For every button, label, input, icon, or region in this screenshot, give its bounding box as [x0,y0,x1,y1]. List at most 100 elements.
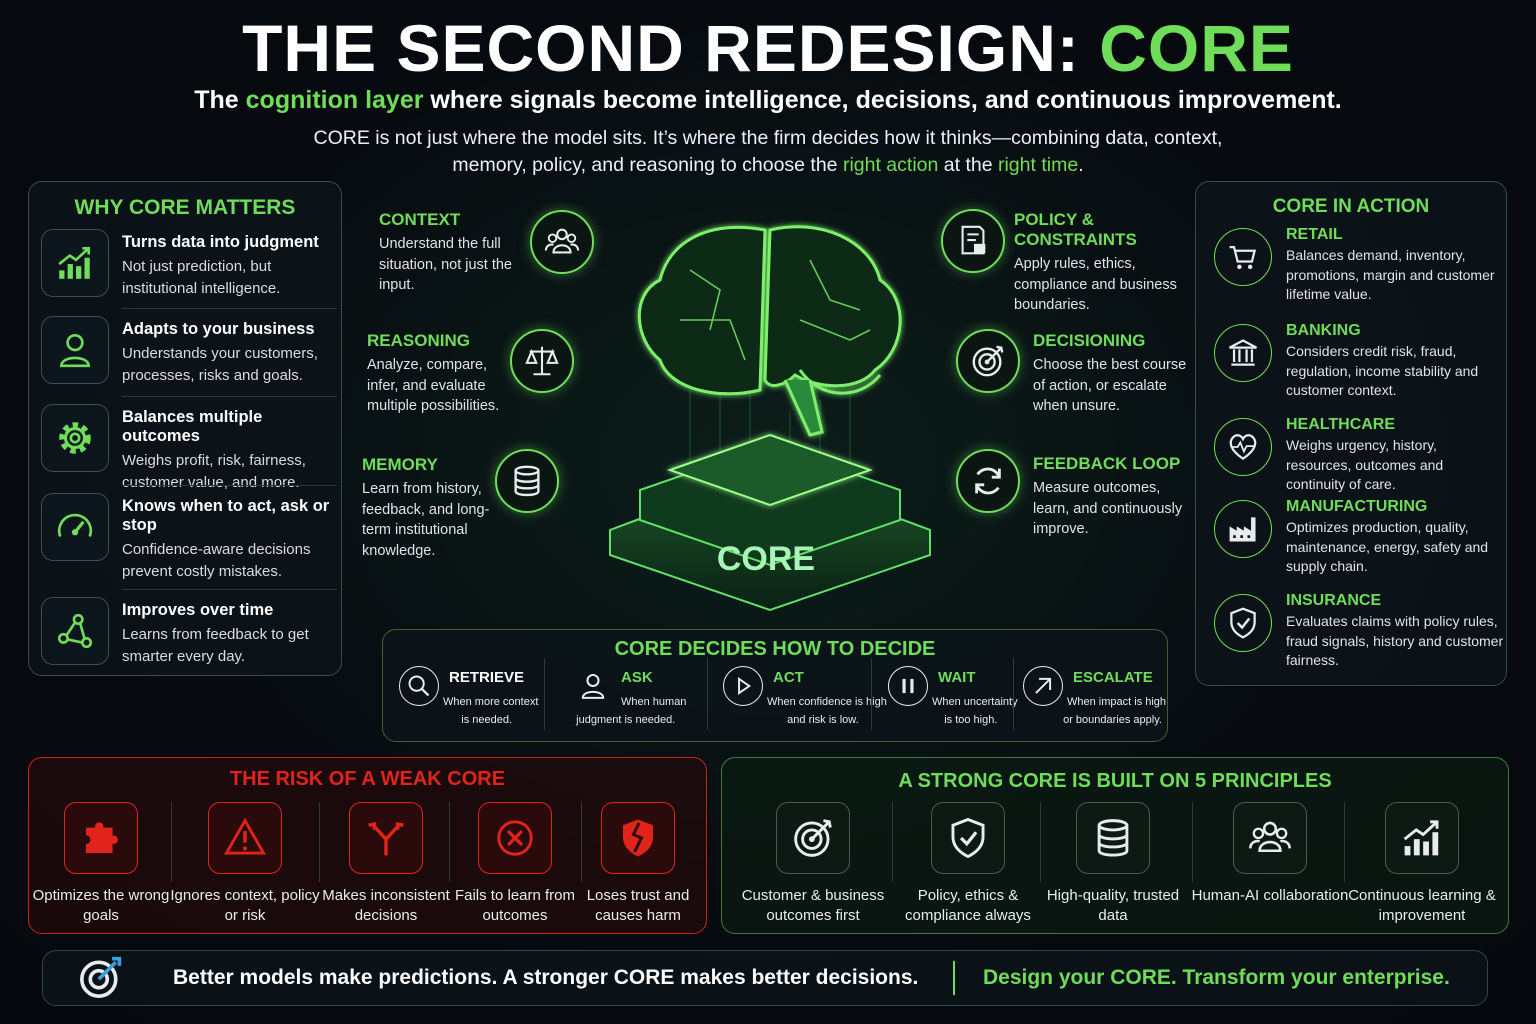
capability-icon-circle [941,209,1005,273]
intro-text: at the [943,154,993,176]
principle-item: High-quality, trusted data [1033,802,1193,926]
people-icon [544,228,580,254]
divider [871,658,872,730]
principle-icon-box [931,802,1005,874]
core-label: CORE [717,540,815,578]
industry-desc: Considers credit risk, fraud, regulation… [1286,343,1479,398]
risk-item: Loses trust and causes harm [563,802,713,926]
risk-icon-box [349,802,423,874]
decision-desc-line: and risk is low. [787,714,859,726]
capability-decisioning: DECISIONING Choose the best course of act… [1033,331,1188,417]
industry-title: HEALTHCARE [1286,416,1396,433]
footer-cta: Design your CORE. Transform your enterpr… [983,966,1450,989]
industry-icon-circle [1214,324,1272,382]
principle-item: Policy, ethics & compliance always [888,802,1048,926]
database-icon [1097,819,1129,857]
why-item-title: Adapts to your business [122,320,315,338]
decision-desc-line: When impact is high [1067,696,1167,708]
divider [953,961,955,995]
capability-feedback: FEEDBACK LOOP Measure outcomes, learn, an… [1033,454,1188,540]
principle-item: Customer & business outcomes first [733,802,893,926]
risk-label: Loses trust and causes harm [586,887,690,924]
capability-desc: Measure outcomes, learn, and continuousl… [1033,480,1183,537]
capability-desc: Understand the full situation, not just … [379,236,512,293]
shield-check-icon [951,817,985,859]
divider [122,396,337,397]
capability-title: POLICY & CONSTRAINTS [1014,210,1137,249]
why-item-title: Balances multiple outcomes [122,408,263,445]
risk-icon-box [601,802,675,874]
industry-title: RETAIL [1286,226,1343,243]
principle-label: Policy, ethics & compliance always [905,887,1031,924]
decision-icon [723,666,763,706]
intro-line-2: memory, policy, and reasoning to choose … [0,154,1536,177]
warning-icon [223,817,267,855]
decision-desc-line: judgment is needed. [576,714,676,726]
divider [122,589,337,590]
industry-icon-circle [1214,594,1272,652]
panel-title: A STRONG CORE IS BUILT ON 5 PRINCIPLES [898,770,1332,792]
footer-tagline: Better models make predictions. A strong… [173,966,919,989]
industry-desc: Weighs urgency, history, resources, outc… [1286,437,1444,492]
capability-icon-circle [956,449,1020,513]
risk-item: Ignores context, policy or risk [170,802,320,926]
why-item-desc: Confidence-aware decisions prevent costl… [122,541,311,580]
weak-core-risk-panel: THE RISK OF A WEAK CORE Optimizes the wr… [28,757,707,934]
puzzle-icon [85,822,118,854]
divider [581,802,582,882]
capability-desc: Choose the best course of action, or esc… [1033,357,1187,414]
title-main: THE SECOND REDESIGN: [242,11,1080,85]
capability-title: DECISIONING [1033,331,1146,350]
target-icon [794,819,832,857]
subtitle-accent: cognition layer [245,86,424,114]
title-accent: CORE [1099,11,1294,85]
subtitle: The cognition layer where signals become… [0,86,1536,115]
divider [319,802,320,882]
industry-title: BANKING [1286,322,1361,339]
decision-icon [573,666,613,706]
cart-icon [1229,246,1257,270]
panel-title: WHY CORE MATTERS [74,196,296,219]
target-arrow-icon [80,956,122,998]
capability-title: FEEDBACK LOOP [1033,454,1181,473]
industry-desc: Optimizes production, quality, maintenan… [1286,519,1489,574]
industry-desc: Balances demand, inventory, promotions, … [1286,247,1495,302]
search-icon [408,675,430,697]
capability-desc: Apply rules, ethics, compliance and busi… [1014,256,1177,313]
risk-label: Optimizes the wrong goals [32,887,170,924]
policy-document-icon [961,225,986,255]
broken-shield-icon [622,819,654,857]
target-arrow-icon [77,955,123,1006]
capability-desc: Analyze, compare, infer, and evaluate mu… [367,357,500,414]
arrow-up-right-icon [1035,677,1052,694]
divider [1013,658,1014,730]
intro-accent: right time [997,154,1079,176]
principles-panel: A STRONG CORE IS BUILT ON 5 PRINCIPLES C… [721,757,1509,934]
principle-icon-box [776,802,850,874]
gauge-icon [57,513,93,537]
why-item-title: Improves over time [122,601,274,619]
why-icon-box [41,404,109,472]
divider [544,658,545,730]
intro-accent: right action [842,154,939,176]
risk-label: Ignores context, policy or risk [170,887,320,924]
growth-chart-icon [1403,820,1439,856]
why-item-desc: Learns from feedback to get smarter ever… [122,626,309,665]
industry-icon-circle [1214,418,1272,476]
capability-icon-circle [956,329,1020,393]
decision-label: WAIT [938,669,976,686]
page-title: THE SECOND REDESIGN: CORE [0,10,1536,86]
capability-icon-circle [510,329,574,393]
industry-desc: Evaluates claims with policy rules, frau… [1286,613,1504,668]
divider [1040,802,1041,882]
decision-desc-line: When uncertainty [932,696,1018,708]
subtitle-post: where signals become intelligence, decis… [430,86,1342,114]
user-icon [581,673,605,699]
why-icon-box [41,493,109,561]
decision-icon [888,666,928,706]
principle-icon-box [1385,802,1459,874]
